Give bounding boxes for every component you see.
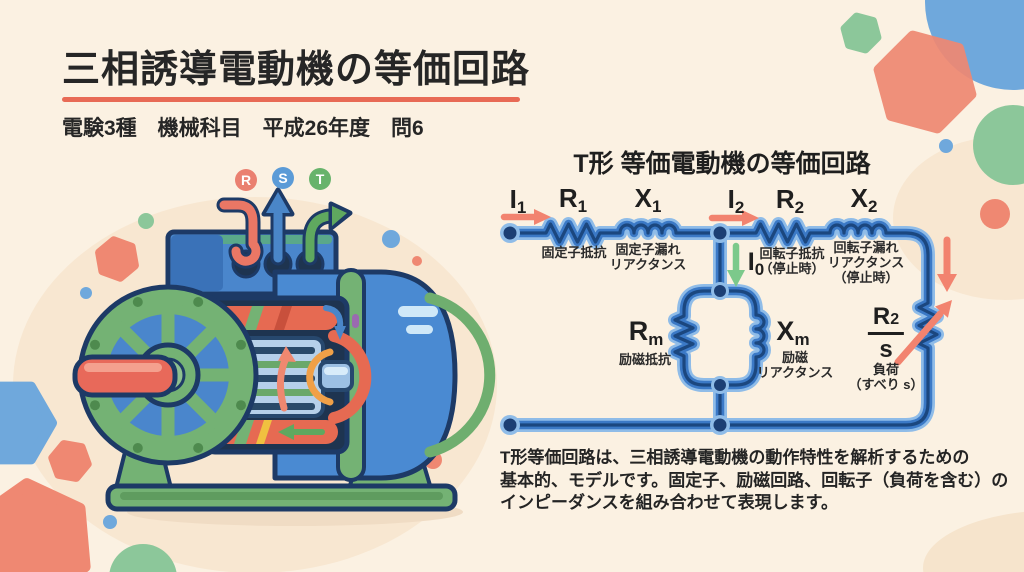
circuit-nodes bbox=[500, 223, 730, 435]
label-r2: R2 bbox=[775, 184, 805, 217]
phase-arrow-t-icon bbox=[302, 201, 353, 266]
deco-hex-salmon-left bbox=[95, 236, 139, 282]
circuit-title: T形 等価電動機の等価回路 bbox=[573, 150, 871, 178]
deco-dot-salmon-mid bbox=[412, 256, 422, 266]
desc-r2: 回転子抵抗（停止時） bbox=[759, 246, 825, 276]
label-i2: I2 bbox=[727, 184, 745, 217]
phase-badge-t bbox=[309, 168, 331, 190]
phase-badges: R S T bbox=[235, 167, 331, 191]
svg-text:R: R bbox=[241, 172, 251, 188]
motor-shaft bbox=[72, 354, 178, 398]
desc-x1: 固定子漏れリアクタンス bbox=[609, 242, 687, 272]
page-title: 三相誘導電動機の等価回路 bbox=[62, 49, 531, 91]
phase-arrow-r-icon bbox=[216, 197, 264, 269]
explanation-text: T形等価回路は、三相誘導電動機の動作特性を解析するための 基本的、モデルです。固… bbox=[500, 447, 1008, 515]
deco-circle-blue-midright bbox=[382, 230, 400, 248]
motor-cutaway bbox=[202, 295, 372, 455]
deco-dot-blue-bottom bbox=[103, 515, 117, 529]
motor-illustration: R S T bbox=[72, 167, 496, 526]
label-load-fraction: R2 s bbox=[867, 305, 905, 362]
deco-circle-blue-topright bbox=[925, 0, 1024, 90]
deco-circle-green-left bbox=[138, 213, 154, 229]
desc-xm: 励磁リアクタンス bbox=[756, 350, 834, 380]
explanation-line: 基本的、モデルです。固定子、励磁回路、回転子（負荷を含む）の bbox=[500, 470, 1009, 490]
circuit-diagram bbox=[500, 209, 957, 435]
label-rm: Rm bbox=[628, 316, 664, 349]
variable-resistor-arrow-icon bbox=[894, 300, 952, 366]
deco-hex-salmon-small bbox=[48, 440, 92, 482]
phase-badge-s bbox=[272, 167, 294, 189]
phase-badge-r bbox=[235, 169, 257, 191]
deco-hex-blue-bottomleft bbox=[0, 381, 57, 465]
deco-circle-blue-small bbox=[939, 139, 953, 153]
label-i1: I1 bbox=[509, 184, 527, 217]
deco-hex-green-top bbox=[840, 12, 882, 54]
deco-dot-blue-left bbox=[80, 287, 92, 299]
explanation-line: T形等価回路は、三相誘導電動機の動作特性を解析するための bbox=[500, 448, 970, 467]
label-i0: I0 bbox=[747, 248, 765, 279]
label-r1: R1 bbox=[558, 183, 588, 216]
deco-hex-salmon-topright bbox=[873, 30, 977, 134]
phase-arrow-s-icon bbox=[261, 187, 295, 266]
explanation-line: インピーダンスを組み合わせて表現します。 bbox=[500, 493, 838, 512]
page-subtitle: 電験3種 機械科目 平成26年度 問6 bbox=[62, 117, 424, 140]
deco-circle-green-right bbox=[973, 105, 1024, 185]
load-current-arrow-icon bbox=[937, 236, 957, 292]
deco-circle-green-bottom bbox=[109, 544, 177, 572]
svg-text:T: T bbox=[316, 171, 325, 187]
desc-r1: 固定子抵抗 bbox=[541, 245, 607, 260]
current-arrow-i1-icon bbox=[500, 209, 551, 225]
label-x2: X2 bbox=[850, 183, 878, 216]
current-arrow-i0-icon bbox=[727, 242, 745, 287]
desc-x2: 回転子漏れリアクタンス（停止時） bbox=[827, 240, 905, 285]
label-xm: Xm bbox=[776, 316, 810, 349]
current-arrow-i2-icon bbox=[708, 210, 759, 226]
label-x1: X1 bbox=[634, 183, 662, 216]
desc-rm: 励磁抵抗 bbox=[618, 352, 672, 367]
title-underline bbox=[62, 97, 520, 102]
desc-load: 負荷（すべり s） bbox=[848, 362, 924, 392]
svg-text:S: S bbox=[278, 170, 287, 186]
deco-circle-salmon-right bbox=[980, 199, 1010, 229]
deco-hex-salmon-bottomleft bbox=[0, 478, 91, 572]
